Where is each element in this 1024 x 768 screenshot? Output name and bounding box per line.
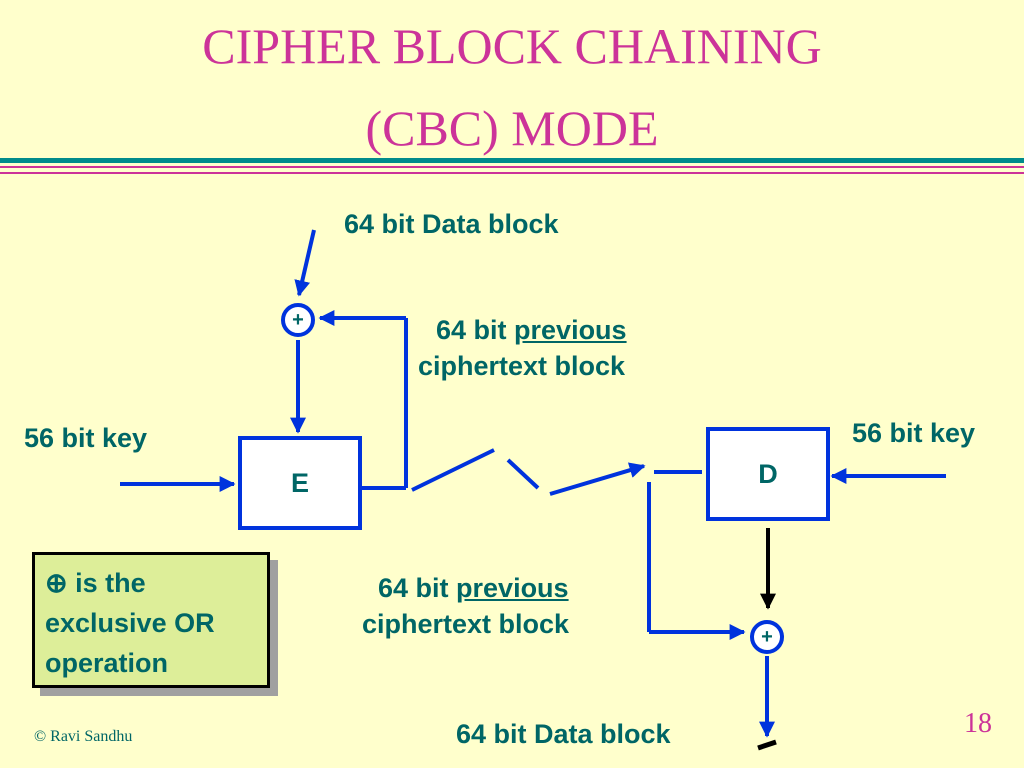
encrypt-input-label: 64 bit Data block [344, 209, 559, 239]
decrypt-prev-label-line-1: 64 bit previous [378, 573, 569, 603]
page-number: 18 [964, 708, 992, 739]
encrypt-prev-label-line-2: ciphertext block [418, 351, 626, 381]
xor-note-line-2: exclusive OR [45, 608, 215, 638]
cipher-segment-3 [549, 462, 646, 496]
decrypt-prev-label-line-2: ciphertext block [362, 609, 570, 639]
decrypt-output-label: 64 bit Data block [456, 719, 671, 749]
output-tick-mark [757, 739, 777, 751]
xor-note-line-1: ⊕ is the [45, 568, 146, 598]
title-rule-magenta-2 [0, 172, 1024, 174]
xor-decrypt-icon: + [750, 620, 784, 654]
xor-note-box: ⊕ is the exclusive OR operation [32, 552, 270, 688]
slide-title-line-2: (CBC) MODE [365, 100, 659, 156]
decrypt-box: D [706, 427, 830, 521]
key-right-label: 56 bit key [852, 418, 976, 448]
copyright-footer: © Ravi Sandhu [34, 728, 133, 745]
title-rule-teal [0, 158, 1024, 163]
xor-note-line-3: operation [45, 648, 169, 678]
encrypt-prev-label-line-1: 64 bit previous [436, 315, 627, 345]
title-rule-magenta-1 [0, 166, 1024, 168]
data-in-arrow [294, 229, 316, 297]
key-left-label: 56 bit key [24, 423, 148, 453]
slide-title-line-1: CIPHER BLOCK CHAINING [202, 18, 822, 74]
xor-encrypt-icon: + [281, 303, 315, 337]
cipher-segment-1 [411, 448, 495, 492]
cipher-segment-2 [506, 458, 540, 490]
encrypt-box: E [238, 436, 362, 530]
xor-symbol-icon: ⊕ [45, 568, 68, 598]
